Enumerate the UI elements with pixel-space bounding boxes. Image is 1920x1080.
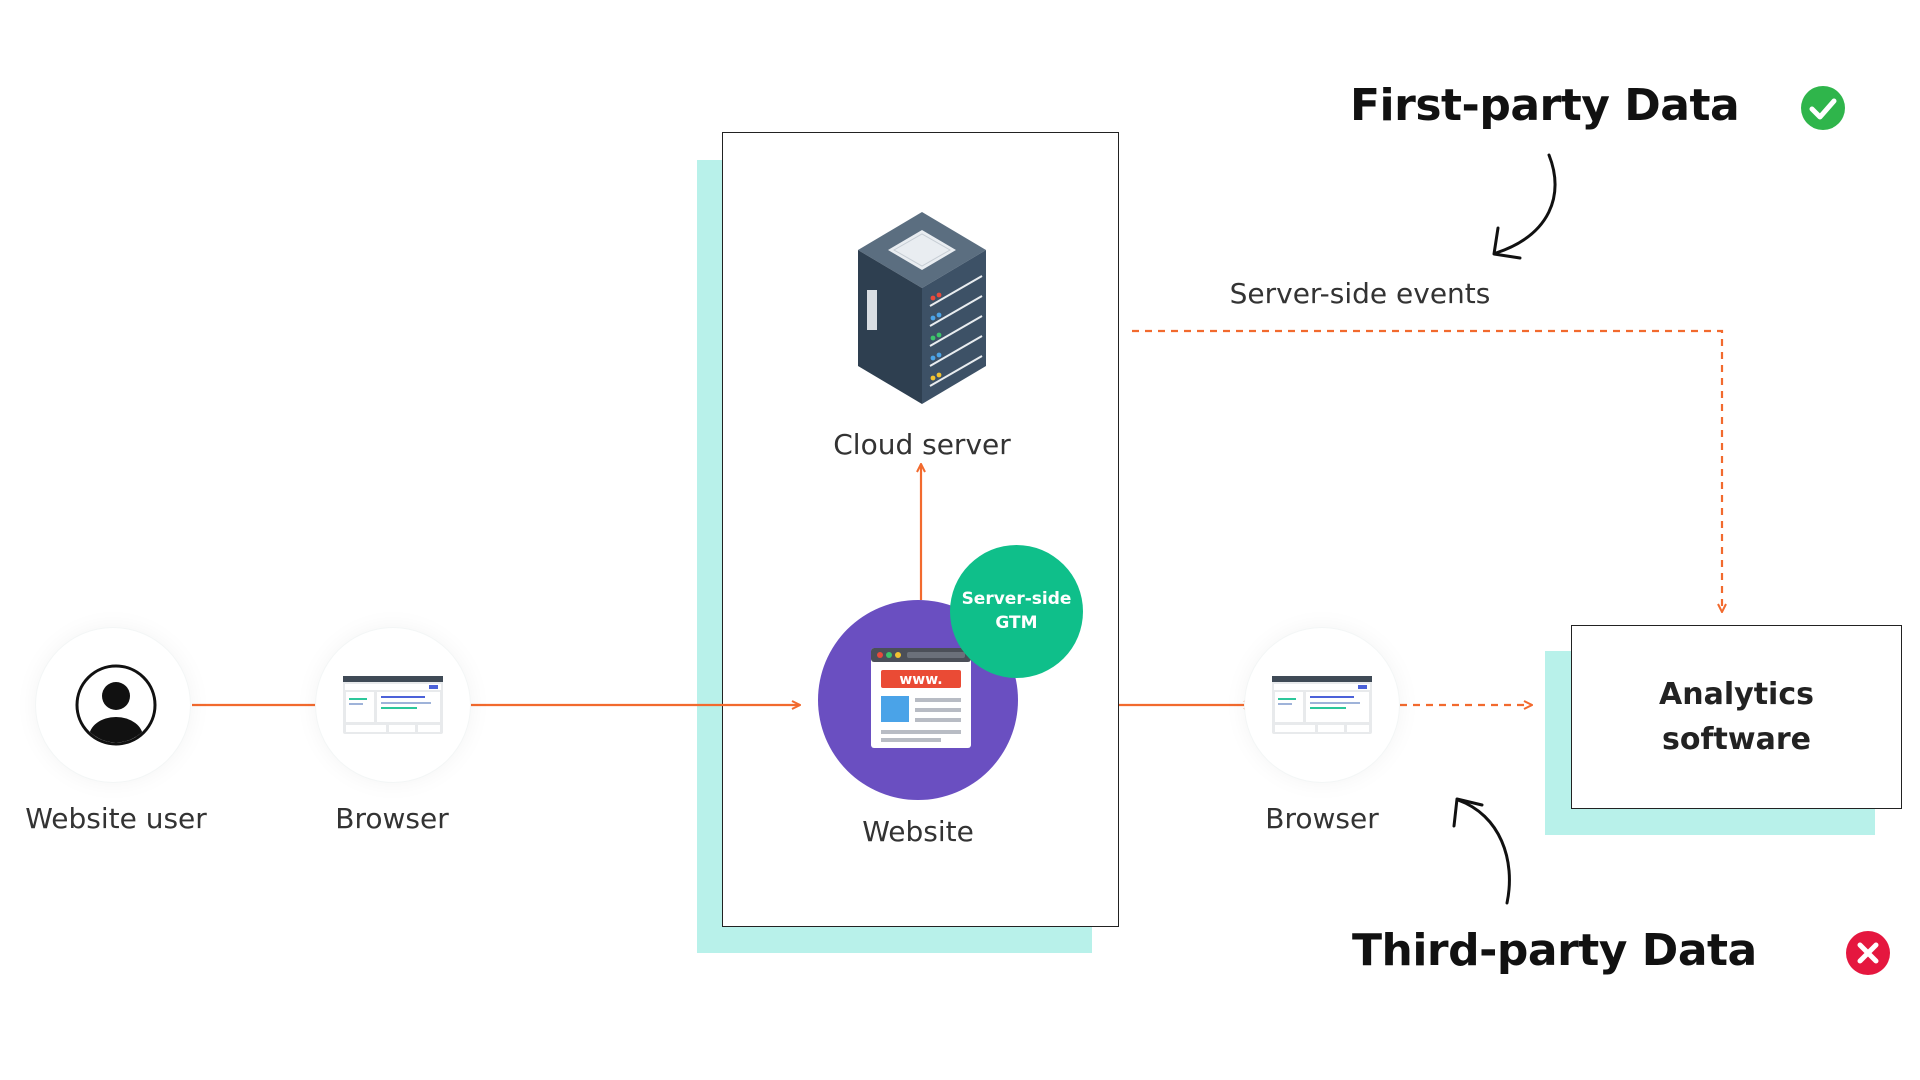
- analytics-box: [1571, 625, 1902, 809]
- server-side-gtm-label: Server-side GTM: [950, 587, 1083, 635]
- analytics-label-line2: software: [1662, 722, 1811, 757]
- check-circle-icon: [1801, 86, 1845, 130]
- first-party-heading: First-party Data: [1350, 80, 1740, 131]
- browser-right-icon: [1272, 676, 1372, 734]
- first-party-label: First-party Data: [1350, 80, 1740, 131]
- third-party-arrow-head: [1452, 797, 1484, 828]
- server-icon: [858, 212, 986, 404]
- cloud-server-label: Cloud server: [833, 428, 1011, 461]
- browser-left-label: Browser: [335, 802, 449, 835]
- website-user-label: Website user: [25, 802, 207, 835]
- gtm-line1: Server-side: [961, 589, 1072, 609]
- analytics-label-line1: Analytics: [1659, 677, 1814, 712]
- third-party-label: Third-party Data: [1352, 925, 1757, 976]
- first-party-curved-arrow: [1494, 153, 1557, 255]
- x-circle-icon: [1846, 931, 1890, 975]
- svg-text:www.: www.: [899, 672, 942, 688]
- www-window-icon: www.: [871, 648, 971, 748]
- server-side-gtm-badge: [950, 545, 1083, 678]
- dashed-server-events-path: [1132, 329, 1722, 612]
- server-side-events-label: Server-side events: [1229, 277, 1491, 310]
- third-party-curved-arrow: [1456, 798, 1511, 905]
- browser-right-label: Browser: [1265, 802, 1379, 835]
- analytics-label: Analytics software: [1571, 672, 1902, 762]
- third-party-heading: Third-party Data: [1352, 925, 1757, 976]
- website-label: Website: [862, 815, 974, 848]
- browser-left-icon: [343, 676, 443, 734]
- gtm-line2: GTM: [995, 613, 1038, 633]
- first-party-arrow-head: [1492, 226, 1522, 260]
- user-icon: [75, 664, 157, 746]
